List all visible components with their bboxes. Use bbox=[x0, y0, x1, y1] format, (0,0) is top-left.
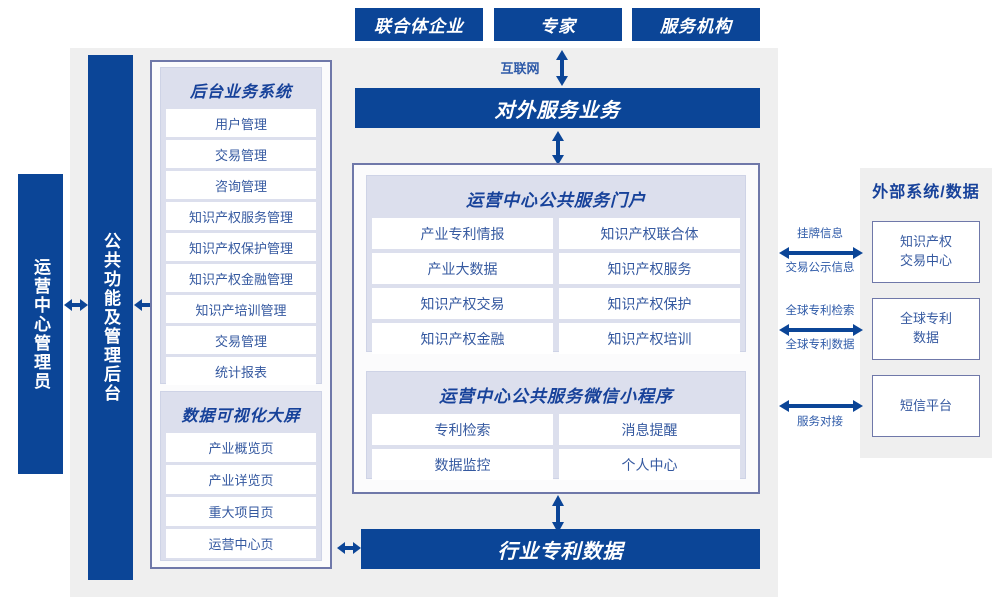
portal-item[interactable]: 知识产权保护 bbox=[559, 288, 740, 319]
service-to-portal-arrow-icon bbox=[552, 131, 564, 165]
external-service-label: 对外服务业务 bbox=[494, 99, 621, 122]
backend-item[interactable]: 统计报表 bbox=[166, 357, 316, 385]
admin-bar-label: 运营中心管理员 bbox=[31, 257, 50, 391]
portal-item[interactable]: 知识产权服务 bbox=[559, 253, 740, 284]
portal-item[interactable]: 知识产权金融 bbox=[372, 323, 553, 354]
admin-vertical-bar[interactable]: 运营中心管理员 bbox=[18, 174, 63, 474]
backend-item-label: 用户管理 bbox=[214, 116, 267, 132]
miniprogram-item[interactable]: 个人中心 bbox=[559, 449, 740, 480]
backend-item-label: 交易管理 bbox=[214, 147, 267, 163]
dataviz-group: 数据可视化大屏 产业概览页产业详览页重大项目页运营中心页 bbox=[160, 391, 322, 561]
external-systems-title: 外部系统/数据 bbox=[872, 184, 980, 201]
miniprogram-item[interactable]: 数据监控 bbox=[372, 449, 553, 480]
backend-item[interactable]: 用户管理 bbox=[166, 109, 316, 137]
backend-item-label: 知识产培训管理 bbox=[195, 302, 287, 318]
miniprogram-item-label: 消息提醒 bbox=[621, 421, 678, 438]
connector-label-trade-public-info: 交易公示信息 bbox=[785, 262, 855, 274]
dataviz-item[interactable]: 产业概览页 bbox=[166, 433, 316, 462]
dataviz-item-label: 产业概览页 bbox=[208, 441, 274, 456]
portal-item[interactable]: 知识产权联合体 bbox=[559, 218, 740, 249]
dataviz-item-label: 重大项目页 bbox=[208, 505, 274, 520]
connector-label-service-docking: 服务对接 bbox=[797, 416, 843, 428]
external-box-label: 短信平台 bbox=[899, 397, 952, 413]
dataviz-group-title: 数据可视化大屏 bbox=[181, 408, 301, 425]
backend-item-label: 咨询管理 bbox=[214, 178, 267, 194]
actor-label: 联合体企业 bbox=[374, 17, 464, 36]
dataviz-item[interactable]: 运营中心页 bbox=[166, 529, 316, 558]
bottom-bar-label: 行业专利数据 bbox=[497, 540, 624, 563]
common-function-vertical-bar[interactable]: 公共功能及管理后台 bbox=[88, 55, 133, 580]
common-bar-label: 公共功能及管理后台 bbox=[101, 232, 120, 403]
portal-item[interactable]: 产业专利情报 bbox=[372, 218, 553, 249]
backend-group-title: 后台业务系统 bbox=[189, 84, 292, 101]
admin-to-common-arrow-icon bbox=[64, 299, 88, 311]
internet-arrow-icon bbox=[556, 50, 568, 86]
external-box-ip-trading-center[interactable]: 知识产权 交易中心 bbox=[872, 221, 980, 283]
portal-item-label: 知识产权交易 bbox=[420, 295, 505, 312]
portal-to-data-arrow-icon bbox=[552, 495, 564, 533]
portal-item-label: 产业专利情报 bbox=[420, 225, 505, 242]
actor-box-service-org[interactable]: 服务机构 bbox=[632, 8, 760, 41]
actor-label: 专家 bbox=[540, 17, 576, 36]
portal-item[interactable]: 知识产权交易 bbox=[372, 288, 553, 319]
external-box-label: 全球专利 数据 bbox=[899, 311, 952, 345]
connector-arrow-1-icon bbox=[779, 247, 863, 259]
backend-item-label: 知识产权服务管理 bbox=[188, 209, 293, 225]
portal-item-label: 产业大数据 bbox=[427, 260, 498, 277]
connector-arrow-2-icon bbox=[779, 324, 863, 336]
external-box-global-patent-data[interactable]: 全球专利 数据 bbox=[872, 298, 980, 360]
backend-item-label: 知识产权保护管理 bbox=[188, 240, 293, 256]
backend-item-label: 交易管理 bbox=[214, 333, 267, 349]
miniprogram-item-grid: 专利检索 消息提醒数据监控 个人中心 bbox=[372, 414, 740, 480]
dataviz-item[interactable]: 重大项目页 bbox=[166, 497, 316, 526]
portal-item-grid: 产业专利情报知识产权联合体产业大数据知识产权服务知识产权交易知识产权保护知识产权… bbox=[372, 218, 740, 354]
miniprogram-group-title: 运营中心公共服务微信小程序 bbox=[439, 387, 673, 406]
portal-item-label: 知识产权联合体 bbox=[600, 225, 699, 242]
portal-item-label: 知识产权金融 bbox=[420, 330, 505, 347]
connector-label-global-patent-data: 全球专利数据 bbox=[785, 339, 855, 351]
portal-item-label: 知识产权服务 bbox=[607, 260, 692, 277]
connector-arrow-3-icon bbox=[779, 400, 863, 412]
backend-business-system-group: 后台业务系统 用户管理交易管理咨询管理知识产权服务管理知识产权保护管理知识产权金… bbox=[160, 67, 322, 385]
miniprogram-item[interactable]: 专利检索 bbox=[372, 414, 553, 445]
miniprogram-item-label: 数据监控 bbox=[434, 456, 491, 473]
dataviz-item-label: 产业详览页 bbox=[208, 473, 274, 488]
backend-item[interactable]: 知识产权服务管理 bbox=[166, 202, 316, 230]
actor-box-expert[interactable]: 专家 bbox=[494, 8, 622, 41]
miniprogram-item-label: 个人中心 bbox=[621, 456, 678, 473]
external-service-bar[interactable]: 对外服务业务 bbox=[355, 88, 760, 128]
dataviz-item-label: 运营中心页 bbox=[208, 537, 274, 552]
portal-item-label: 知识产权培训 bbox=[607, 330, 692, 347]
backend-item-label: 知识产权金融管理 bbox=[188, 271, 293, 287]
miniprogram-item-label: 专利检索 bbox=[434, 421, 491, 438]
backend-item[interactable]: 知识产培训管理 bbox=[166, 295, 316, 323]
actor-box-consortium[interactable]: 联合体企业 bbox=[355, 8, 483, 41]
backend-item[interactable]: 交易管理 bbox=[166, 140, 316, 168]
dataviz-item-list: 产业概览页产业详览页重大项目页运营中心页 bbox=[166, 433, 316, 558]
portal-group-title: 运营中心公共服务门户 bbox=[466, 191, 646, 210]
miniprogram-item[interactable]: 消息提醒 bbox=[559, 414, 740, 445]
portal-item[interactable]: 知识产权培训 bbox=[559, 323, 740, 354]
portal-item[interactable]: 产业大数据 bbox=[372, 253, 553, 284]
backend-item[interactable]: 知识产权金融管理 bbox=[166, 264, 316, 292]
public-service-portal-group: 运营中心公共服务门户 产业专利情报 知识产权联合体产业大数据 知识产权服务知识产权交… bbox=[366, 175, 746, 354]
external-box-sms-platform[interactable]: 短信平台 bbox=[872, 375, 980, 437]
dataviz-item[interactable]: 产业详览页 bbox=[166, 465, 316, 494]
connector-label-listing-info: 挂牌信息 bbox=[797, 228, 843, 240]
backend-item[interactable]: 咨询管理 bbox=[166, 171, 316, 199]
backend-item[interactable]: 交易管理 bbox=[166, 326, 316, 354]
industry-patent-data-bar[interactable]: 行业专利数据 bbox=[361, 529, 760, 569]
connector-label-global-patent-search: 全球专利检索 bbox=[785, 305, 855, 317]
backend-item[interactable]: 知识产权保护管理 bbox=[166, 233, 316, 261]
backend-to-data-arrow-icon bbox=[337, 542, 361, 554]
miniprogram-group: 运营中心公共服务微信小程序 专利检索 消息提醒数据监控 个人中心 bbox=[366, 371, 746, 480]
backend-item-label: 统计报表 bbox=[214, 364, 267, 380]
external-box-label: 知识产权 交易中心 bbox=[899, 234, 952, 268]
backend-item-list: 用户管理交易管理咨询管理知识产权服务管理知识产权保护管理知识产权金融管理知识产培… bbox=[166, 109, 316, 385]
internet-label: 互联网 bbox=[500, 61, 540, 76]
portal-item-label: 知识产权保护 bbox=[607, 295, 692, 312]
actor-label: 服务机构 bbox=[660, 17, 732, 36]
